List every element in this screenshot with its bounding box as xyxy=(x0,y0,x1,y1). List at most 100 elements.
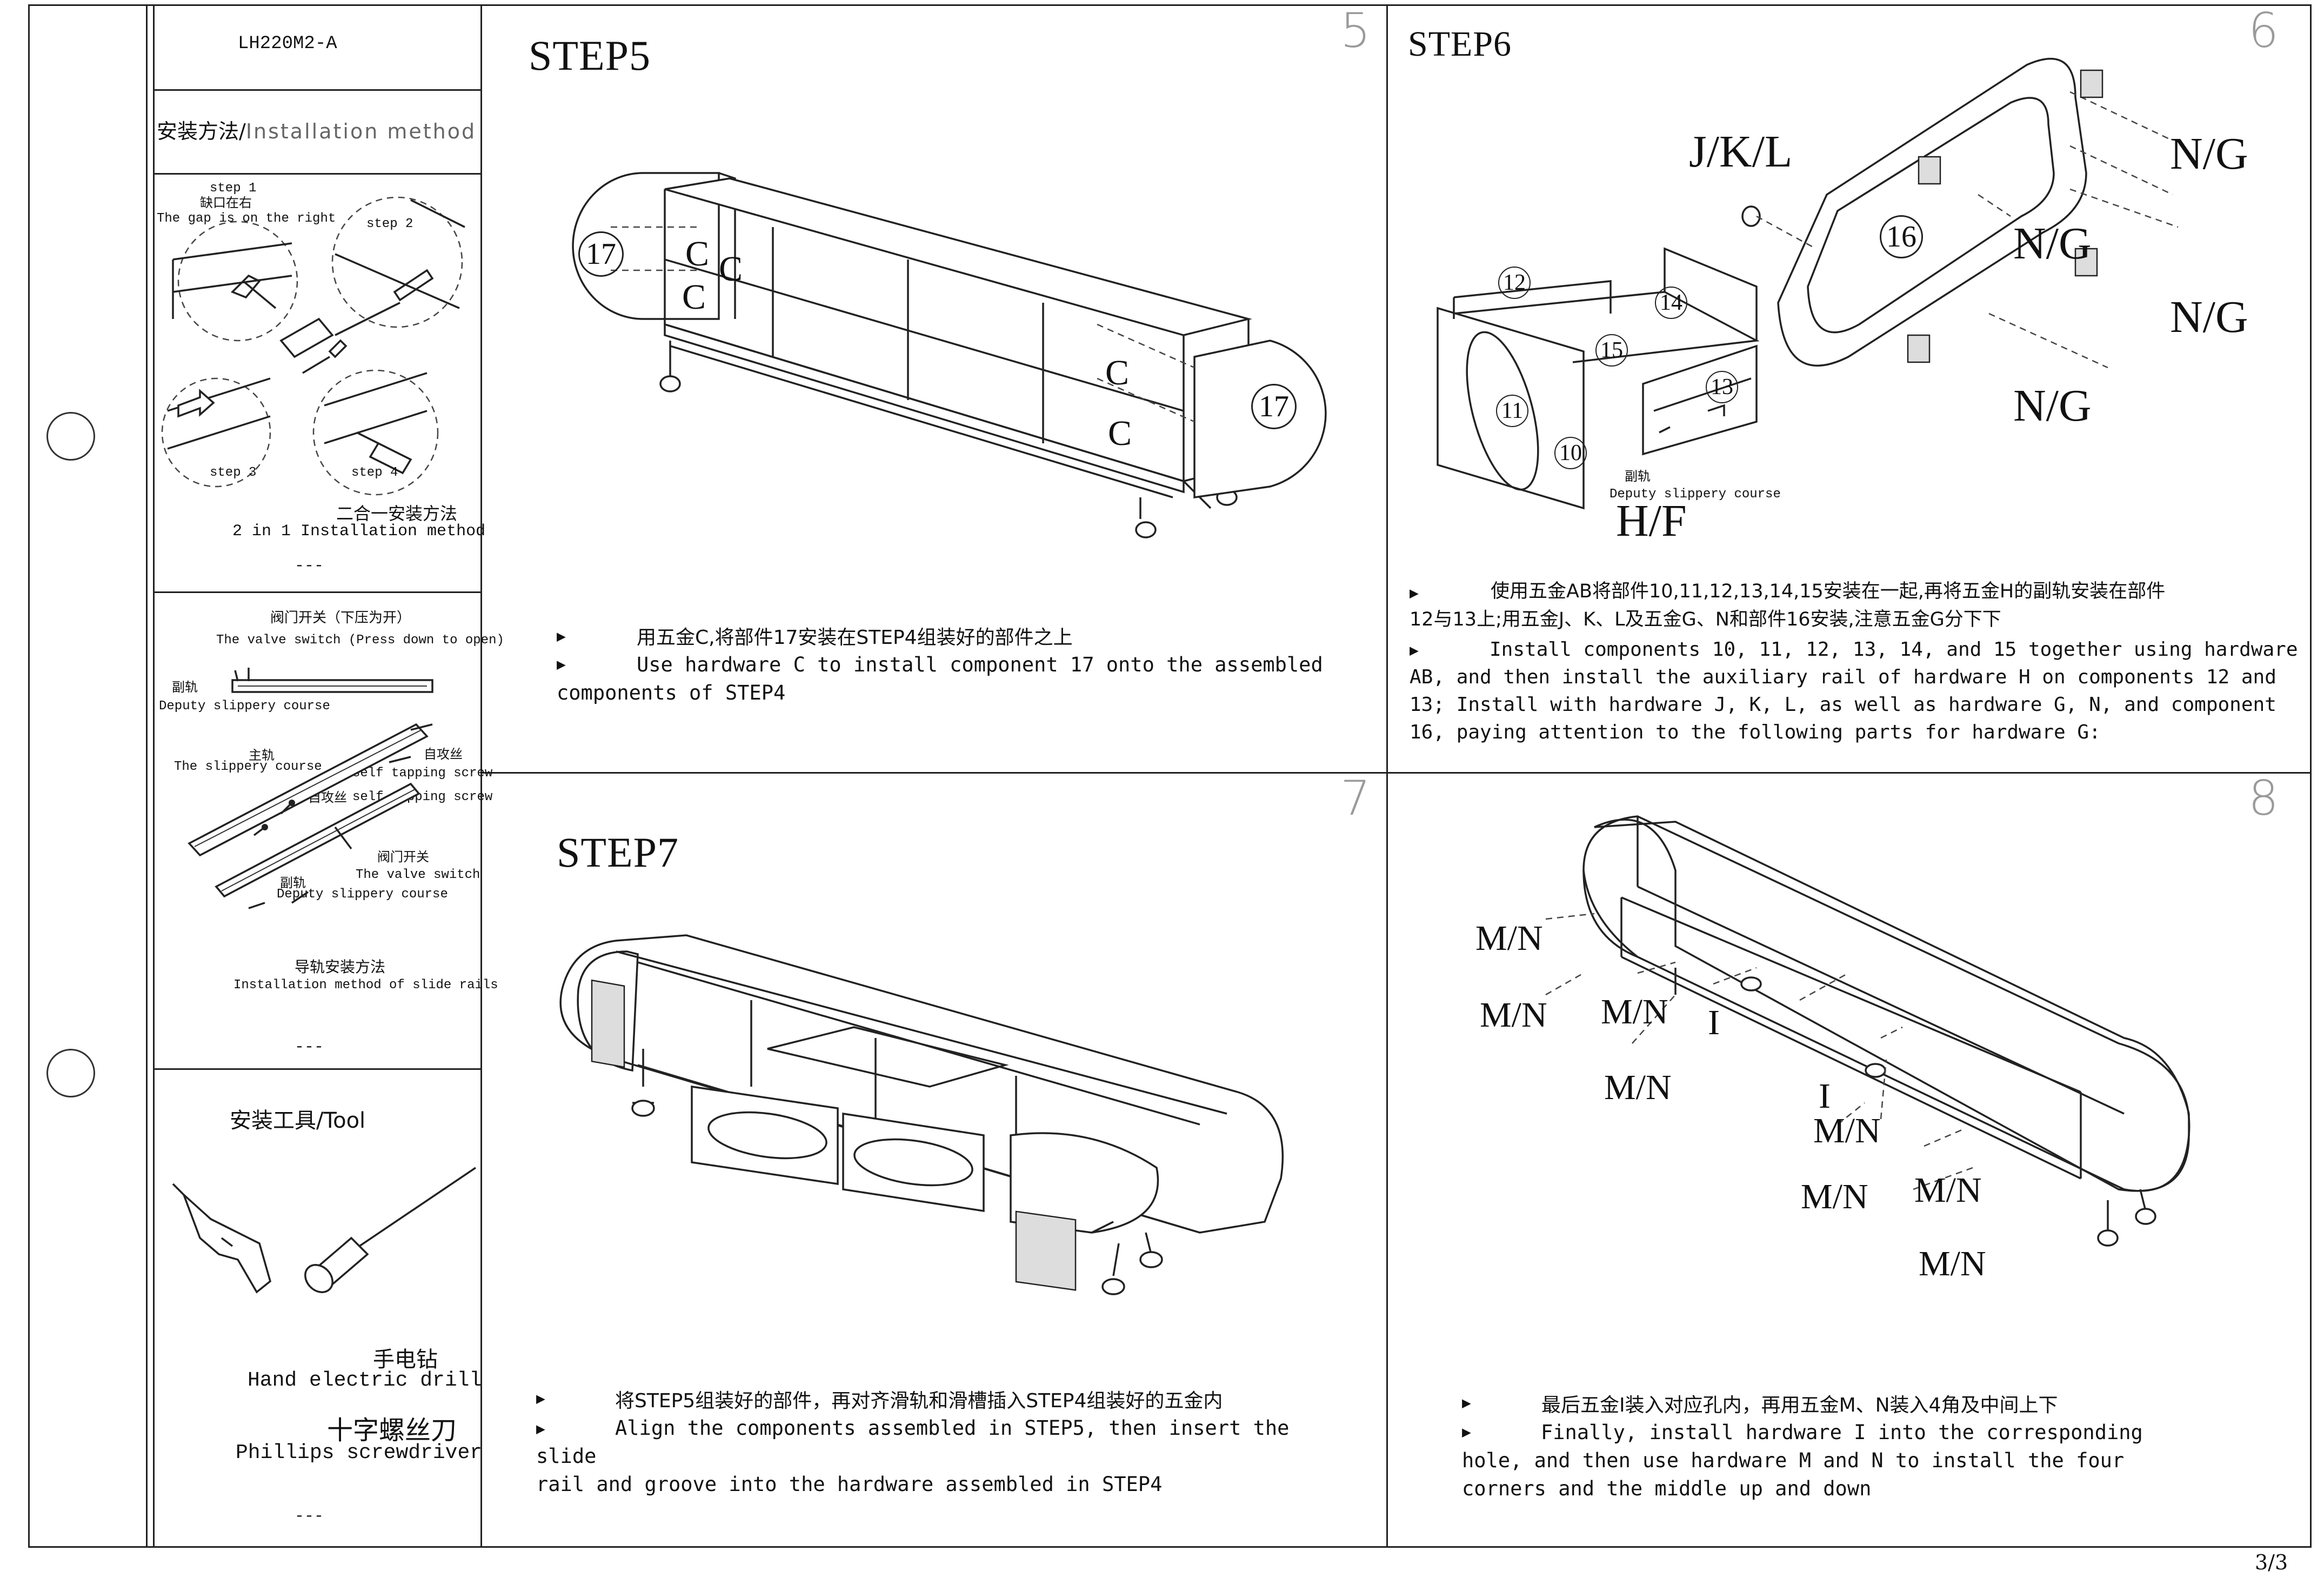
step8-label-mn4: M/N xyxy=(1604,1068,1672,1107)
step8-text-cn: 最后五金I装入对应孔内，再用五金M、N装入4角及中间上下 xyxy=(1541,1394,2058,1416)
step8-label-mn1: M/N xyxy=(1475,919,1543,958)
dash-2: --- xyxy=(295,1038,324,1056)
step5-title: STEP5 xyxy=(529,32,651,79)
step8-label-mn6: M/N xyxy=(1801,1177,1868,1216)
footer-page-number: 3/3 xyxy=(2255,1550,2288,1574)
step8-label-mn8: M/N xyxy=(1919,1244,1986,1283)
step8-text-en: Finally, install hardware I into the cor… xyxy=(1462,1421,2143,1500)
step2-label: step 2 xyxy=(366,217,413,231)
step8-bullet-2: ▶ xyxy=(1462,1423,1471,1441)
sidebar-divider-right xyxy=(480,4,482,1548)
step1-label: step 1 xyxy=(210,181,257,196)
step6-label-ng3: N/G xyxy=(2170,292,2248,342)
step6-text-en: Install components 10, 11, 12, 13, 14, a… xyxy=(1410,638,2298,743)
step6-page-number: 6 xyxy=(2248,3,2279,58)
screwdriver-icon xyxy=(304,1167,476,1293)
step8-label-mn2: M/N xyxy=(1480,995,1547,1035)
screwdriver-label-cn: 十字螺丝刀 xyxy=(327,1415,457,1446)
gap-label-cn: 缺口在右 xyxy=(200,195,252,210)
sidebar-divider-left xyxy=(153,4,155,1548)
model-number: LH220M2-A xyxy=(238,34,337,54)
step6-deputy-cn: 副轨 xyxy=(1625,469,1651,484)
sidebar-rule-3 xyxy=(153,591,480,593)
sidebar-rule-1 xyxy=(153,89,480,91)
valve2-label-en: The valve switch xyxy=(356,868,480,882)
section-title-en: Installation method xyxy=(245,119,477,143)
valve-label-en: The valve switch (Press down to open) xyxy=(216,633,504,648)
step7-bullet-2: ▶ xyxy=(536,1420,545,1437)
screw-label-en-1: self tapping screw xyxy=(352,766,493,781)
punch-hole-bottom xyxy=(46,1049,95,1097)
step8-page-number: 8 xyxy=(2248,770,2279,826)
dash-3: --- xyxy=(295,1507,324,1526)
section-title: 安装方法/Installation method xyxy=(157,115,476,144)
step6-part15: 15 xyxy=(1595,334,1628,367)
dash-1: --- xyxy=(295,557,324,575)
step5-bullet-2: ▶ xyxy=(557,655,566,673)
page-border xyxy=(28,4,2312,1548)
step5-label-c1: C xyxy=(685,234,710,274)
tools-illustration xyxy=(172,1167,476,1294)
step7-text-cn: 将STEP5组装好的部件，再对齐滑轨和滑槽插入STEP4组装好的五金内 xyxy=(615,1390,1223,1412)
step6-diagram xyxy=(1437,57,2179,510)
step8-bullet-1: ▶ xyxy=(1462,1394,1471,1412)
step8-label-i2: I xyxy=(1819,1076,1831,1116)
panel-divider-horizontal xyxy=(480,772,2312,774)
step8-diagram xyxy=(1545,815,2191,1247)
tool-title: 安装工具/Tool xyxy=(230,1108,366,1133)
punch-hole-top xyxy=(46,412,95,461)
step5-text-en: Use hardware C to install component 17 o… xyxy=(557,653,1323,704)
main-rail-label-en: The slippery course xyxy=(174,760,322,774)
step5-page-number: 5 xyxy=(1340,3,1371,58)
step5-bullet-1: ▶ xyxy=(557,627,566,645)
step6-part11: 11 xyxy=(1496,395,1528,427)
panel-divider-vertical xyxy=(1386,4,1388,1548)
deputy-label-en: Deputy slippery course xyxy=(159,699,330,714)
step6-part13: 13 xyxy=(1706,371,1738,403)
rail-method-title-en: Installation method of slide rails xyxy=(233,978,498,993)
two-in-one-title-en: 2 in 1 Installation method xyxy=(232,522,486,541)
step6-part10: 10 xyxy=(1554,437,1587,469)
step6-label-jkl: J/K/L xyxy=(1689,127,1793,177)
slide-rail-diagram xyxy=(188,668,433,909)
two-in-one-title-cn: 二合一安装方法 xyxy=(336,503,458,524)
step5-label-c5: C xyxy=(1108,414,1132,453)
rail-method-title-cn: 导轨安装方法 xyxy=(295,958,386,976)
step6-part16: 16 xyxy=(1880,215,1923,258)
sidebar-rule-2 xyxy=(153,173,480,175)
step7-diagram xyxy=(559,934,1284,1295)
main-rail-label-cn: 主轨 xyxy=(249,748,275,763)
gap-label-en: The gap is on the right xyxy=(157,211,336,226)
step7-text-en: Align the components assembled in STEP5,… xyxy=(536,1416,1290,1496)
step6-part12: 12 xyxy=(1498,267,1531,299)
screw-label-cn-1: 自攻丝 xyxy=(424,747,463,762)
two-in-one-diagram xyxy=(161,196,465,496)
step5-text-cn: 用五金C,将部件17安装在STEP4组装好的部件之上 xyxy=(637,627,1073,649)
step6-deputy-en: Deputy slippery course xyxy=(1610,487,1781,502)
step3-label: step 3 xyxy=(210,465,257,480)
step5-part17-left: 17 xyxy=(578,231,624,277)
valve-label-cn: 阀门开关（下压为开） xyxy=(270,610,411,626)
drill-label-en: Hand electric drill xyxy=(248,1369,482,1392)
step8-label-i1: I xyxy=(1708,1003,1720,1042)
sidebar-rule-4 xyxy=(153,1068,480,1070)
step5-label-c4: C xyxy=(1105,353,1130,392)
valve2-label-cn: 阀门开关 xyxy=(377,849,429,864)
deputy-label-cn: 副轨 xyxy=(172,680,198,695)
step6-bullet-2: ▶ xyxy=(1410,641,1419,659)
step6-bullet-1: ▶ xyxy=(1410,584,1419,602)
step8-label-mn3: M/N xyxy=(1601,992,1668,1031)
step6-text-cn: 使用五金AB将部件10,11,12,13,14,15安装在一起,再将五金H的副轨… xyxy=(1410,581,2166,630)
hand-drill-icon xyxy=(172,1183,272,1294)
step6-label-hf: H/F xyxy=(1616,496,1687,546)
step6-part14: 14 xyxy=(1655,287,1687,319)
step5-label-c2: C xyxy=(719,249,743,289)
step6-label-ng4: N/G xyxy=(2013,381,2092,431)
step6-label-ng1: N/G xyxy=(2170,129,2248,179)
deputy2-label-cn: 副轨 xyxy=(280,875,306,890)
step6-label-ng2: N/G xyxy=(2013,218,2092,269)
screwdriver-label-en: Phillips screwdriver xyxy=(236,1441,483,1465)
step8-label-mn5: M/N xyxy=(1813,1111,1881,1150)
step5-label-c3: C xyxy=(682,277,706,317)
step8-label-mn7: M/N xyxy=(1914,1170,1982,1210)
